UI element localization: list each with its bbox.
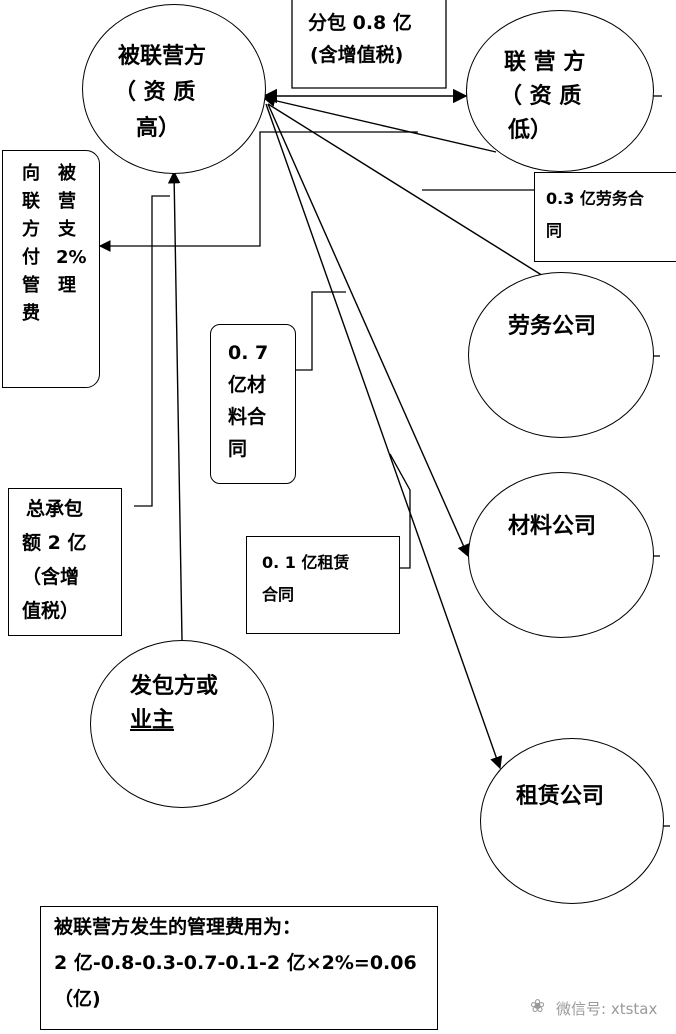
fee-leader	[98, 131, 418, 252]
summary-box	[40, 906, 438, 1030]
material-company-label: 材料公司	[508, 514, 597, 539]
leasing-company-node	[480, 738, 664, 904]
subcontract-leader	[291, 0, 447, 89]
fee-column-right: 被营支2%理	[56, 163, 87, 296]
summary-line2: 2 亿-0.8-0.3-0.7-0.1-2 亿×2%=0.06	[54, 952, 417, 974]
arrow-owner-host	[167, 170, 183, 641]
material-contract-line4: 同	[228, 438, 248, 460]
summary-line3: （亿)	[54, 988, 101, 1010]
owner-label-line2: 业主	[130, 708, 175, 733]
lease-contract-box	[246, 536, 400, 634]
arrow-host-material	[267, 103, 470, 558]
material-contract-leader	[296, 291, 346, 371]
owner-label-line1: 发包方或	[130, 674, 219, 699]
lease-contract-leader	[389, 453, 411, 569]
material-contract-line3: 料合	[228, 406, 267, 428]
host-node	[82, 4, 266, 174]
partner-label-line1: 联 营 方	[504, 50, 586, 75]
lease-contract-line2: 合同	[262, 585, 295, 604]
lease-contract-line1: 0. 1 亿租赁	[262, 553, 350, 572]
fee-box	[2, 150, 100, 388]
total-contract-box	[8, 488, 122, 636]
total-contract-line1: 总承包	[26, 498, 84, 520]
host-label-line3: 高）	[136, 116, 181, 141]
subcontract-label-line2: (含增值税)	[310, 44, 404, 66]
material-company-node	[468, 472, 654, 638]
host-label-line2: （ 资 质	[114, 80, 196, 105]
partner-label-line3: 低）	[508, 118, 553, 143]
labor-contract-line2: 同	[546, 221, 563, 240]
arrow-host-labor	[267, 103, 558, 285]
summary-line1: 被联营方发生的管理费用为：	[54, 916, 302, 938]
labor-company-node	[468, 272, 654, 438]
material-contract-box	[210, 324, 296, 484]
labor-company-label: 劳务公司	[508, 314, 597, 339]
subcontract-label-line1: 分包 0.8 亿	[308, 12, 412, 34]
labor-contract-line1: 0.3 亿劳务合	[546, 189, 644, 208]
total-contract-line4: 值税）	[22, 600, 80, 622]
labor-contract-box	[534, 172, 676, 262]
owner-node	[90, 640, 274, 808]
total-leader	[134, 195, 170, 507]
fee-column-left: 向联方付管费	[22, 163, 40, 324]
leasing-company-label: 租赁公司	[516, 784, 605, 809]
partner-node	[466, 10, 654, 172]
host-label-line1: 被联营方	[118, 44, 207, 69]
total-contract-line3: （含增	[22, 566, 80, 588]
total-contract-line2: 额 2 亿	[22, 532, 87, 554]
partner-label-line2: （ 资 质	[500, 84, 582, 109]
arrow-host-leasing	[265, 103, 503, 770]
material-contract-line2: 亿材	[228, 374, 267, 396]
watermark-text: 微信号: xtstax	[556, 1000, 658, 1018]
arrow-partner-host-fee	[262, 94, 497, 153]
watermark-icon: ❀	[530, 996, 546, 1017]
material-contract-line1: 0. 7	[228, 342, 269, 364]
